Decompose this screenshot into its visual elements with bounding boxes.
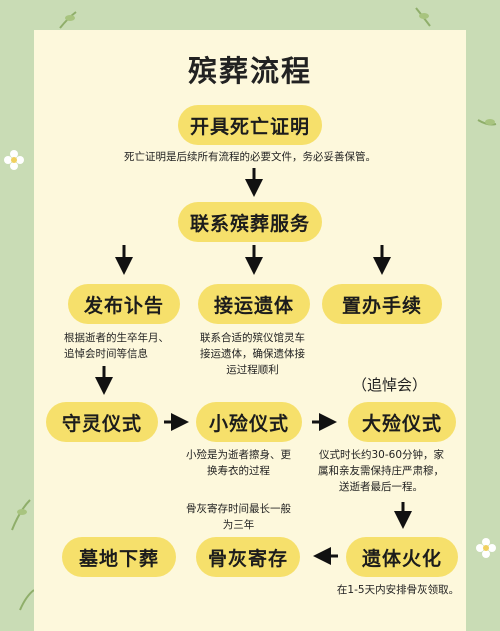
flower-icon [4,150,24,170]
step-pickup: 接运遗体 [198,284,310,324]
note-line: 联系合适的殡仪馆灵车 [200,332,305,344]
note-cremation: 在1-5天内安排骨灰领取。 [336,584,460,596]
step-certificate: 开具死亡证明 [178,105,322,145]
leaf-icon [17,13,495,515]
step-vigil: 守灵仪式 [46,402,158,442]
step-ash-storage: 骨灰寄存 [196,537,300,577]
note-line: 换寿衣的过程 [207,465,270,477]
note-pickup: 联系合适的殡仪馆灵车 接运遗体，确保遗体接 运过程顺利 [200,330,305,378]
note-certificate: 死亡证明是后续所有流程的必要文件，务必妥善保管。 [124,151,376,163]
note-line: 小殓是为逝者擦身、更 [186,449,291,461]
note-line: 运过程顺利 [226,364,279,376]
note-line: 属和亲友需保持庄严肃穆， [318,465,444,477]
step-burial: 墓地下葬 [62,537,176,577]
note-line: 为三年 [222,519,255,531]
step-procedures: 置办手续 [322,284,442,324]
step-contact: 联系殡葬服务 [178,202,322,242]
note-line: 根据逝者的生卒年月、 [64,332,169,344]
note-line: 仪式时长约30-60分钟，家 [318,449,444,461]
step-cremation: 遗体火化 [346,537,458,577]
flower-icon [476,538,496,558]
note-big-encoffin: 仪式时长约30-60分钟，家 属和亲友需保持庄严肃穆， 送逝者最后一程。 [318,447,444,495]
step-big-encoffin: 大殓仪式 [348,402,456,442]
note-small-encoffin: 小殓是为逝者擦身、更 换寿衣的过程 [186,447,291,479]
page-title: 殡葬流程 [187,54,312,88]
note-line: 送逝者最后一程。 [339,481,423,493]
memorial-label: （追悼会） [352,376,428,394]
note-obituary: 根据逝者的生卒年月、 追悼会时间等信息 [64,330,169,362]
step-obituary: 发布讣告 [68,284,180,324]
note-ash-storage: 骨灰寄存时间最长一般 为三年 [186,501,291,533]
note-line: 接运遗体，确保遗体接 [200,348,305,360]
step-small-encoffin: 小殓仪式 [196,402,302,442]
note-line: 追悼会时间等信息 [64,348,148,360]
note-line: 骨灰寄存时间最长一般 [186,503,291,515]
